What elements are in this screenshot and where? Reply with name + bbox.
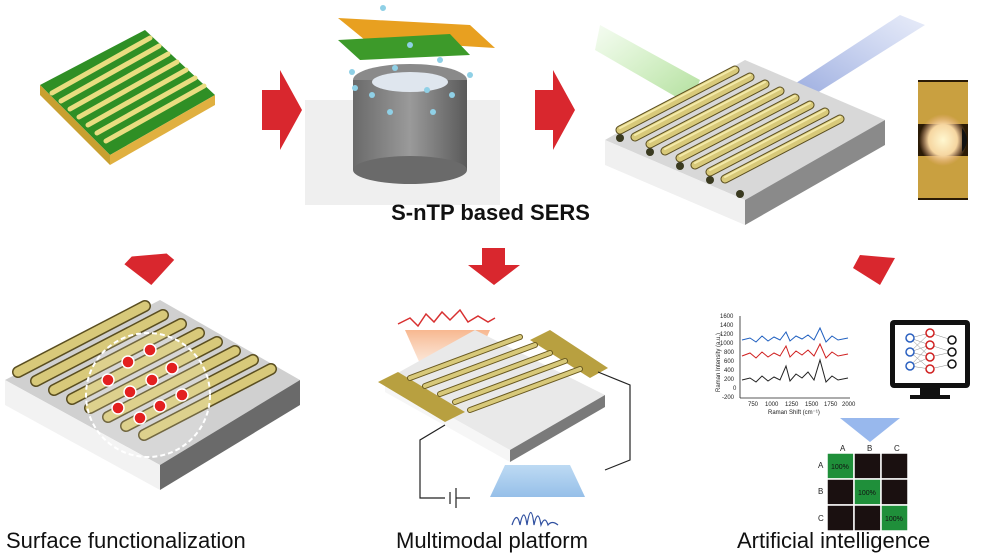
patterned-substrate-icon [40, 30, 215, 165]
xtick: 1000 [765, 402, 779, 408]
ytick: -200 [722, 395, 735, 401]
ytick: 1400 [720, 323, 734, 329]
caption-surface-functionalization: Surface functionalization [6, 528, 246, 553]
xtick: 2000 [842, 402, 856, 408]
xtick: 1750 [824, 402, 838, 408]
ytick: 1000 [720, 341, 734, 347]
raman-yticks: 1600 1400 1200 1000 800 600 400 200 0 -2… [720, 314, 737, 401]
neural-network-monitor-icon [890, 320, 970, 399]
matrix-cell [880, 478, 909, 506]
matrix-value-bb: 100% [858, 490, 876, 497]
matrix-row-a: A [818, 461, 824, 470]
main-title: S-nTP based SERS [391, 200, 590, 225]
caption-multimodal-platform: Multimodal platform [396, 528, 588, 553]
matrix-cell [826, 478, 855, 506]
nanogap-closeup [918, 80, 968, 200]
matrix-value-aa: 100% [831, 464, 849, 471]
down-arrow-right [853, 255, 895, 285]
matrix-cell [826, 452, 855, 480]
matrix-cell [880, 504, 909, 532]
spectrum-blue [741, 326, 849, 343]
spectrum-red [741, 342, 849, 359]
raman-ylabel: Raman Intensity (a.u.) [716, 333, 722, 392]
matrix-value-cc: 100% [885, 516, 903, 523]
ytick: 800 [724, 350, 735, 356]
matrix-col-b: B [867, 444, 872, 453]
ytick: 0 [733, 386, 737, 392]
matrix-row-c: C [818, 514, 824, 523]
raman-xticks: 750 1000 1250 1500 1750 2000 [748, 402, 856, 408]
ytick: 200 [724, 377, 735, 383]
right-arrow-2 [535, 70, 575, 150]
functionalized-array [5, 300, 300, 490]
matrix-col-c: C [894, 444, 900, 453]
sers-nanowire-array [595, 15, 925, 225]
ytick: 600 [724, 359, 735, 365]
xtick: 750 [748, 402, 759, 408]
xtick: 1500 [805, 402, 819, 408]
spectrum-black [741, 358, 849, 383]
ytick: 400 [724, 368, 735, 374]
matrix-row-b: B [818, 487, 823, 496]
raman-xlabel: Raman Shift (cm⁻¹) [768, 410, 820, 416]
confusion-matrix: A B C A B C 100% 100% 100% [818, 444, 909, 532]
down-arrow-left [124, 253, 175, 285]
multimodal-device [378, 308, 631, 528]
right-arrow-1 [262, 70, 302, 150]
transfer-printing-icon [305, 5, 500, 205]
matrix-cell [853, 452, 882, 480]
down-arrow-middle [468, 248, 520, 285]
matrix-cell [880, 452, 909, 480]
caption-artificial-intelligence: Artificial intelligence [737, 528, 931, 553]
raman-spectra-chart: Raman Intensity (a.u.) 1600 1400 1200 10… [716, 314, 856, 416]
ytick: 1600 [720, 314, 734, 320]
matrix-cell [826, 504, 855, 532]
matrix-col-a: A [840, 444, 846, 453]
xtick: 1250 [785, 402, 799, 408]
ytick: 1200 [720, 332, 734, 338]
ai-down-arrow [840, 418, 900, 442]
